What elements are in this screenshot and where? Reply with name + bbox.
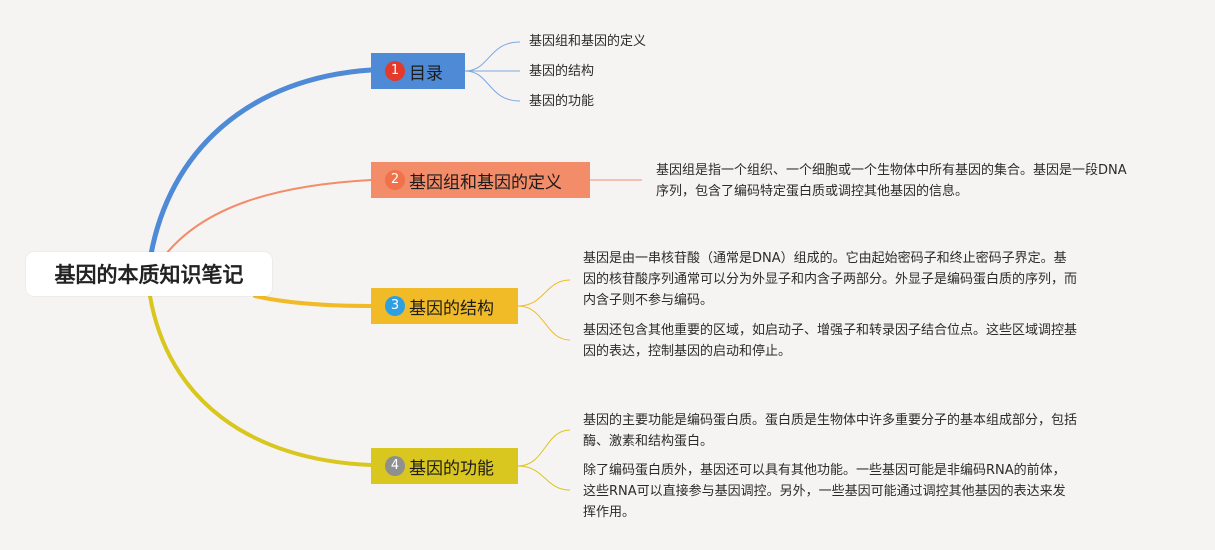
structure-text-1[interactable]: 基因是由一串核苷酸（通常是DNA）组成的。它由起始密码子和终止密码子界定。基因的… [583,251,1078,308]
root-topic[interactable]: 基因的本质知识笔记 [26,252,272,296]
topic-label: 目录 [409,63,443,84]
branch-line-1 [147,67,374,263]
number-badge-icon: 2 [385,170,405,190]
root-title: 基因的本质知识笔记 [54,263,244,287]
topic-function[interactable]: 4 基因的功能 [371,448,518,484]
topic-label: 基因的功能 [409,458,494,479]
toc-item[interactable]: 基因的结构 [529,64,595,79]
topic-structure[interactable]: 3 基因的结构 [371,288,518,324]
toc-item[interactable]: 基因组和基因的定义 [529,34,647,49]
branch-line-2 [159,179,372,263]
number-badge-icon: 3 [385,296,405,316]
structure-text-2[interactable]: 基因还包含其他重要的区域，如启动子、增强子和转录因子结合位点。这些区域调控基因的… [583,323,1078,359]
toc-item[interactable]: 基因的功能 [529,94,595,109]
function-text-2[interactable]: 除了编码蛋白质外，基因还可以具有其他功能。一些基因可能是非编码RNA的前体，这些… [583,463,1066,520]
branch-line-3 [253,294,373,308]
definition-text[interactable]: 基因组是指一个组织、一个细胞或一个生物体中所有基因的集合。基因是一段DNA序列，… [656,163,1127,199]
branch-line-4 [148,294,373,467]
function-text-1[interactable]: 基因的主要功能是编码蛋白质。蛋白质是生物体中许多重要分子的基本组成部分，包括酶、… [583,413,1078,449]
topic-table-of-contents[interactable]: 1 目录 [371,53,465,89]
topic-label: 基因组和基因的定义 [409,172,562,193]
topic-label: 基因的结构 [409,298,494,319]
number-badge-icon: 4 [385,456,405,476]
number-badge-icon: 1 [385,61,405,81]
topic-definition[interactable]: 2 基因组和基因的定义 [371,162,590,198]
